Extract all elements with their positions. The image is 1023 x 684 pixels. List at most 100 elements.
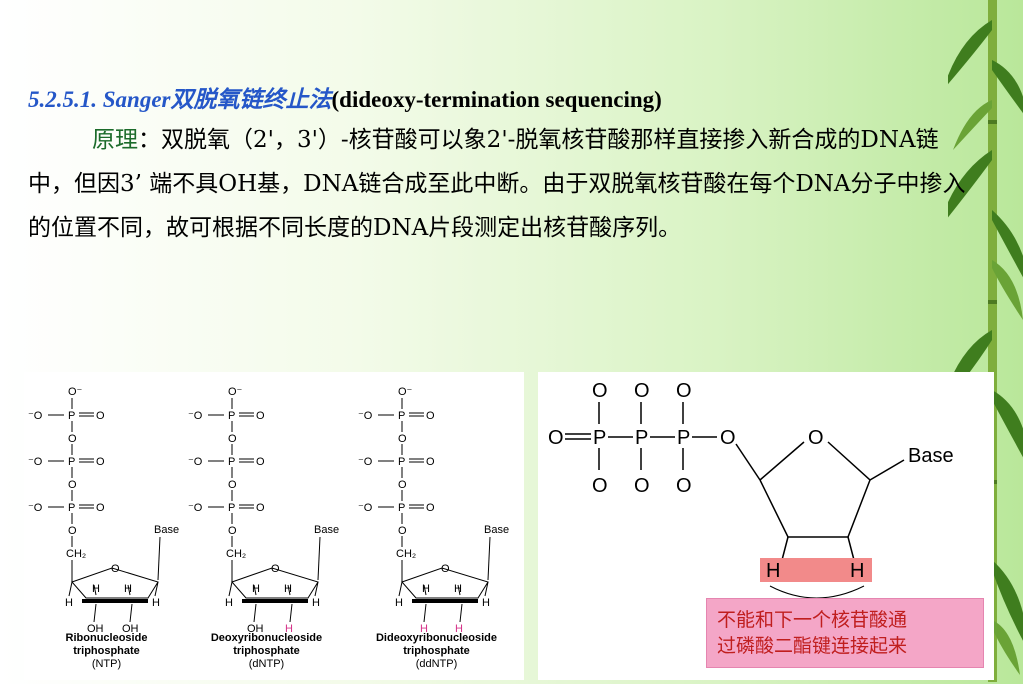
svg-text:P: P (228, 410, 235, 422)
svg-text:P: P (68, 410, 75, 422)
svg-text:P: P (677, 427, 690, 449)
svg-text:O: O (398, 433, 407, 445)
svg-text:H: H (420, 623, 428, 635)
svg-text:O: O (68, 525, 77, 537)
svg-text:H: H (850, 560, 864, 582)
svg-text:P: P (398, 456, 405, 468)
svg-text:P: P (228, 456, 235, 468)
svg-text:O: O (256, 502, 265, 514)
svg-text:⁻O: ⁻O (28, 456, 43, 468)
note-line-1: 不能和下一个核苷酸通 (717, 609, 908, 631)
section-english: (dideoxy-termination sequencing) (331, 87, 662, 112)
svg-text:H: H (482, 597, 490, 609)
svg-text:Base: Base (314, 524, 339, 536)
svg-text:O: O (228, 525, 237, 537)
svg-text:H: H (395, 597, 403, 609)
svg-text:⁻O: ⁻O (28, 502, 43, 514)
svg-text:O: O (256, 456, 265, 468)
svg-text:Base: Base (154, 524, 179, 536)
svg-text:⁻O: ⁻O (358, 410, 373, 422)
svg-text:OH: OH (87, 623, 104, 635)
svg-text:H: H (422, 583, 430, 595)
svg-text:P: P (593, 427, 606, 449)
svg-text:CH₂: CH₂ (226, 548, 246, 560)
svg-text:OH: OH (247, 623, 264, 635)
svg-text:⁻O: ⁻O (28, 410, 43, 422)
svg-text:O: O (96, 502, 105, 514)
svg-text:⁻O: ⁻O (358, 456, 373, 468)
svg-text:O: O (96, 456, 105, 468)
svg-text:H: H (454, 583, 462, 595)
svg-text:H: H (225, 597, 233, 609)
ddntp-structure: O⁻ ⁻O P O O ⁻O P O O ⁻O P O O Base CH₂ O… (354, 372, 519, 680)
nucleotide-comparison-figure: O⁻ ⁻O P O O ⁻O P O O ⁻O P O O Base CH₂ O… (24, 372, 524, 680)
svg-text:O: O (96, 410, 105, 422)
svg-text:O: O (426, 502, 435, 514)
svg-text:H: H (92, 583, 100, 595)
ddntp-detail-diagram: O O O O P P P O O O O O Base (548, 380, 954, 599)
svg-text:CH₂: CH₂ (396, 548, 416, 560)
svg-text:P: P (398, 410, 405, 422)
svg-text:O: O (68, 479, 77, 491)
svg-text:OH: OH (122, 623, 139, 635)
section-number: 5.2.5.1. (28, 87, 97, 112)
svg-text:O: O (676, 475, 692, 497)
ddntp-label: Dideoxyribonucleoside triphosphate (ddNT… (375, 632, 498, 670)
svg-text:P: P (68, 456, 75, 468)
svg-text:O: O (426, 456, 435, 468)
svg-text:O: O (548, 427, 564, 449)
svg-text:H: H (124, 583, 132, 595)
svg-text:O: O (228, 479, 237, 491)
principle-paragraph: 原理：双脱氧（2'，3'）-核苷酸可以象2'-脱氧核苷酸那样直接掺入新合成的DN… (28, 118, 978, 250)
svg-text:O⁻: O⁻ (398, 386, 413, 398)
svg-text:O: O (398, 479, 407, 491)
h-highlight (760, 558, 872, 582)
principle-lead: 原理 (92, 127, 138, 153)
svg-text:P: P (228, 502, 235, 514)
svg-text:H: H (455, 623, 463, 635)
svg-text:O⁻: O⁻ (228, 386, 243, 398)
svg-text:O: O (256, 410, 265, 422)
svg-text:⁻O: ⁻O (188, 502, 203, 514)
svg-text:O: O (228, 433, 237, 445)
note-line-2: 过磷酸二酯键连接起来 (717, 635, 908, 657)
section-name: Sanger双脱氧链终止法 (102, 87, 332, 112)
svg-text:O: O (634, 475, 650, 497)
note-box: 不能和下一个核苷酸通 过磷酸二酯键连接起来 (706, 598, 984, 668)
svg-text:Base: Base (908, 445, 954, 467)
svg-text:H: H (65, 597, 73, 609)
svg-text:O: O (808, 427, 824, 449)
dntp-structure: O⁻ ⁻O P O O ⁻O P O O ⁻O P O O Base CH₂ O… (184, 372, 349, 680)
principle-text: ：双脱氧（2'，3'）-核苷酸可以象2'-脱氧核苷酸那样直接掺入新合成的DNA链… (28, 127, 966, 241)
dntp-diagram: O⁻ ⁻O P O O ⁻O P O O ⁻O P O O Base CH₂ O… (188, 386, 339, 635)
svg-text:O: O (592, 380, 608, 402)
svg-text:O: O (634, 380, 650, 402)
svg-text:⁻O: ⁻O (188, 410, 203, 422)
bamboo-decoration (948, 0, 1023, 682)
svg-text:H: H (284, 583, 292, 595)
svg-text:O: O (592, 475, 608, 497)
ddntp-diagram: O⁻ ⁻O P O O ⁻O P O O ⁻O P O O Base CH₂ O… (358, 386, 509, 635)
svg-text:O: O (720, 427, 736, 449)
svg-text:P: P (635, 427, 648, 449)
svg-text:O: O (426, 410, 435, 422)
ntp-label: Ribonucleoside triphosphate (NTP) (65, 632, 148, 670)
svg-text:H: H (152, 597, 160, 609)
dntp-label: Deoxyribonucleoside triphosphate (dNTP) (210, 632, 323, 670)
svg-text:Base: Base (484, 524, 509, 536)
svg-text:H: H (285, 623, 293, 635)
svg-text:O: O (676, 380, 692, 402)
svg-text:O: O (68, 433, 77, 445)
svg-text:⁻O: ⁻O (358, 502, 373, 514)
ntp-structure: O⁻ ⁻O P O O ⁻O P O O ⁻O P O O Base CH₂ O… (24, 372, 189, 680)
svg-text:⁻O: ⁻O (188, 456, 203, 468)
svg-text:H: H (312, 597, 320, 609)
ntp-diagram: O⁻ ⁻O P O O ⁻O P O O ⁻O P O O Base CH₂ O… (28, 386, 179, 635)
svg-text:O: O (398, 525, 407, 537)
svg-text:P: P (398, 502, 405, 514)
svg-text:P: P (68, 502, 75, 514)
svg-text:O⁻: O⁻ (68, 386, 83, 398)
svg-text:CH₂: CH₂ (66, 548, 86, 560)
svg-text:H: H (252, 583, 260, 595)
svg-text:H: H (766, 560, 780, 582)
